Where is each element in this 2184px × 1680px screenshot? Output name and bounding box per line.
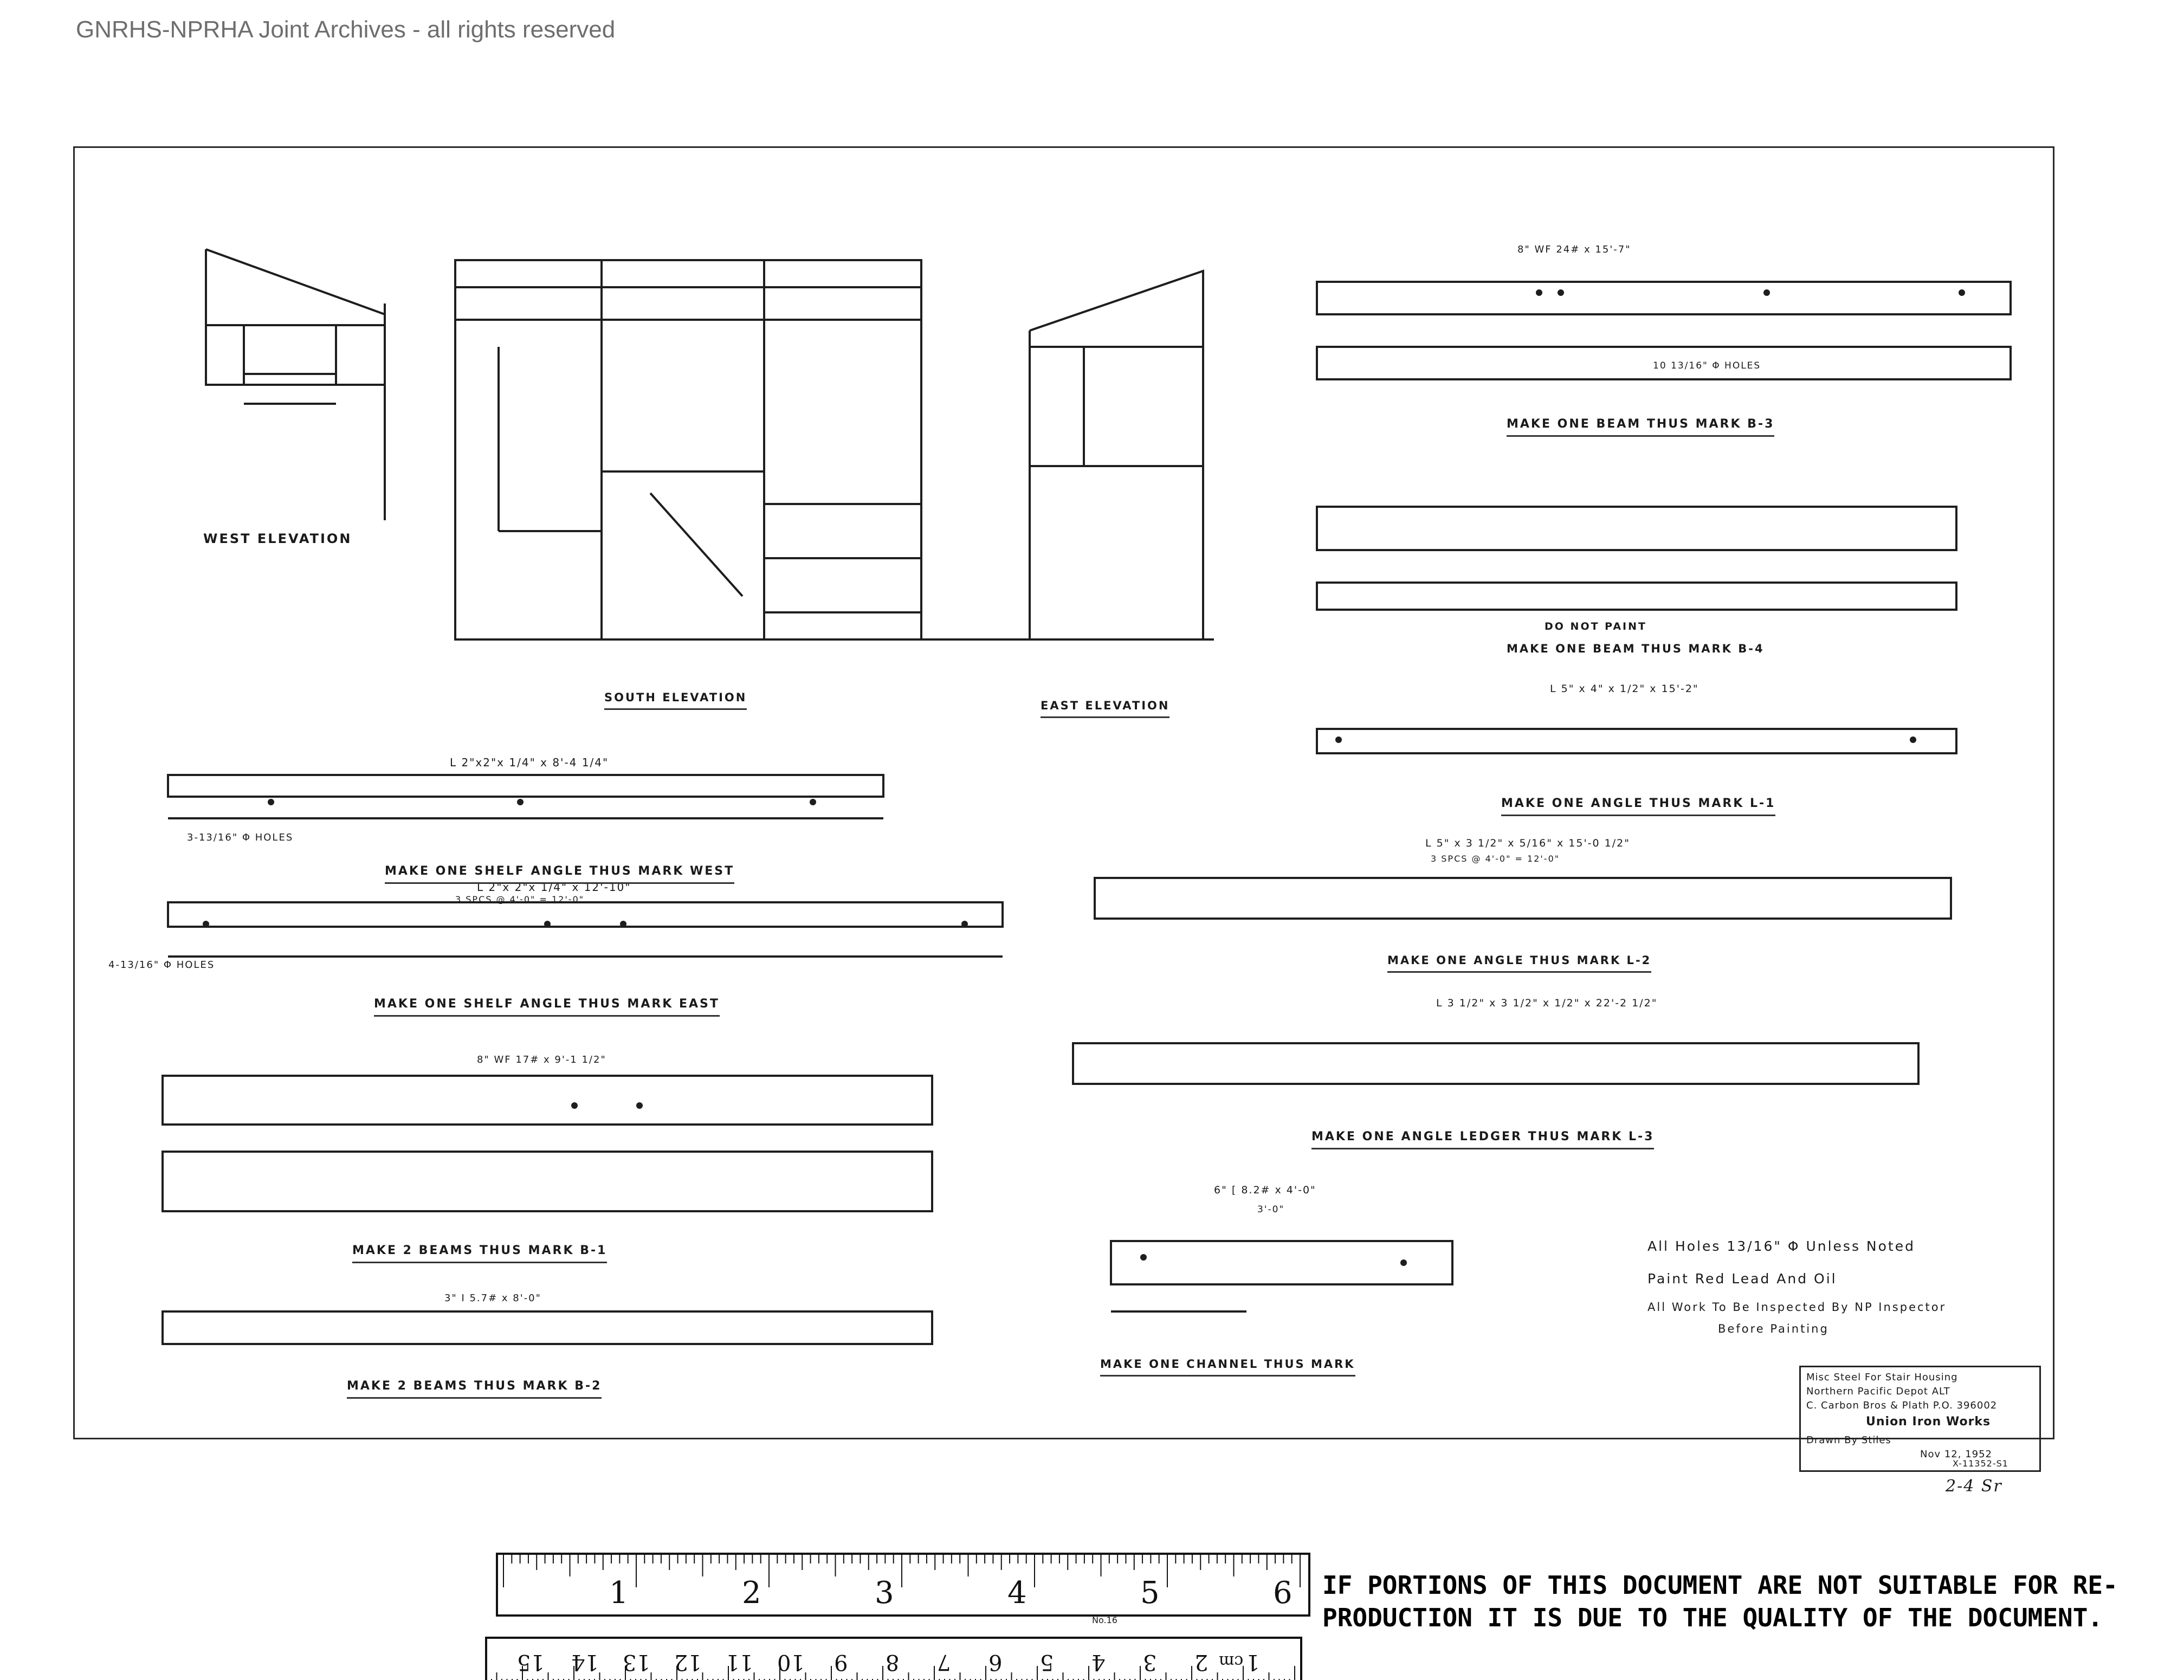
ruler-cm-3: 3 xyxy=(1143,1650,1157,1675)
beam-b3-elevation xyxy=(1316,281,2012,315)
ruler-inch-5: 5 xyxy=(1140,1575,1160,1611)
beam-b1-plan xyxy=(161,1151,933,1212)
east-elevation-title: East Elevation xyxy=(1041,699,1170,718)
angle-l3-bar xyxy=(1072,1042,1920,1085)
east-elevation-frame xyxy=(1029,269,1204,641)
holes-3-label: 3-13/16" Φ HOLES xyxy=(187,832,294,843)
ruler-cm-6: 6 xyxy=(988,1650,1003,1675)
disclaimer-stamp: IF PORTIONS OF THIS DOCUMENT ARE NOT SUI… xyxy=(1322,1569,2118,1634)
ruler-cm-2: 2 xyxy=(1194,1650,1209,1675)
title-line-7: X-11352-S1 xyxy=(1953,1458,2008,1469)
beam-b1-dim: 8" WF 17# x 9'-1 1/2" xyxy=(477,1054,606,1065)
title-line-2: Northern Pacific Depot ALT xyxy=(1806,1386,1950,1397)
note-inspect: All Work To Be Inspected By NP Inspector xyxy=(1647,1301,1947,1314)
ruler-inch-6: 6 xyxy=(1273,1575,1293,1611)
ruler-inch-4: 4 xyxy=(1007,1575,1027,1611)
beam-b3-plan xyxy=(1316,346,2012,380)
shelf-west-dim: L 2"x2"x 1/4" x 8'-4 1/4" xyxy=(450,756,609,769)
angle-l1-dim: L 5" x 3 1/2" x 5/16" x 15'-0 1/2" xyxy=(1425,837,1630,849)
ruler-cm-15: 15 xyxy=(517,1650,545,1675)
ruler-cm-1: 1 xyxy=(1246,1650,1260,1675)
ruler-cm-10: 10 xyxy=(777,1650,805,1675)
title-line-3: C. Carbon Bros & Plath P.O. 396002 xyxy=(1806,1400,1998,1411)
beam-b4-plan xyxy=(1316,581,1957,611)
shelf-east-spacing: 3 SPCS @ 4'-0" = 12'-0" xyxy=(455,894,585,904)
shelf-angle-east-bar xyxy=(167,901,1004,928)
disclaimer-line-2: PRODUCTION IT IS DUE TO THE QUALITY OF T… xyxy=(1322,1603,2103,1632)
signature-note: 2-4 Sr xyxy=(1946,1477,2002,1496)
ruler-inch-3: 3 xyxy=(875,1575,894,1611)
title-line-6: Nov 12, 1952 xyxy=(1920,1449,1993,1460)
shelf-angle-west-bar xyxy=(167,774,884,798)
channel-dim: 6" [ 8.2# x 4'-0" xyxy=(1214,1184,1316,1196)
caption-channel: Make One Channel Thus Mark xyxy=(1100,1358,1355,1377)
title-line-1: Misc Steel For Stair Housing xyxy=(1806,1372,1958,1383)
title-line-4: Union Iron Works xyxy=(1866,1415,1991,1429)
caption-beam-b3: Make One Beam Thus Mark B-3 xyxy=(1507,417,1775,437)
channel-length: 3'-0" xyxy=(1257,1204,1285,1215)
beam-b2-bar xyxy=(161,1310,933,1345)
disclaimer-line-1: IF PORTIONS OF THIS DOCUMENT ARE NOT SUI… xyxy=(1322,1571,2118,1600)
note-paint: Paint Red Lead And Oil xyxy=(1647,1271,1837,1287)
title-block: Misc Steel For Stair Housing Northern Pa… xyxy=(1799,1366,2041,1472)
ruler-cm-5: 5 xyxy=(1040,1650,1054,1675)
ruler-cm-13: 13 xyxy=(623,1650,650,1675)
beam-b4-elevation xyxy=(1316,506,1957,551)
angle-l2-bar xyxy=(1094,877,1952,920)
inch-ruler-ticks xyxy=(503,1555,1301,1587)
note-before-painting: Before Painting xyxy=(1718,1322,1829,1335)
cm-ruler-ticks xyxy=(491,1666,1295,1680)
inch-ruler: 1 2 3 4 5 6 xyxy=(496,1553,1310,1617)
ruler-inch-1: 1 xyxy=(609,1575,629,1611)
caption-angle-l1: Make One Angle Thus Mark L-1 xyxy=(1501,797,1776,816)
holes-10-label: 10 13/16" Φ HOLES xyxy=(1653,360,1761,371)
south-elevation-title: South Elevation xyxy=(604,691,747,710)
beam-b1-elevation xyxy=(161,1075,933,1126)
ruler-cm-unit: cm xyxy=(1219,1652,1244,1671)
angle-l1-bar xyxy=(1316,728,1957,754)
caption-beam-b4: Make One Beam Thus Mark B-4 xyxy=(1507,642,1765,655)
ruler-label: No.16 xyxy=(1092,1615,1117,1625)
ruler-inch-2: 2 xyxy=(742,1575,761,1611)
ruler-cm-8: 8 xyxy=(886,1650,900,1675)
ruler-cm-11: 11 xyxy=(726,1650,753,1675)
ruler-cm-7: 7 xyxy=(937,1650,951,1675)
holes-4-label: 4-13/16" Φ HOLES xyxy=(108,959,215,971)
angle-l1-spacing: 3 SPCS @ 4'-0" = 12'-0" xyxy=(1431,854,1560,864)
south-elevation-frame xyxy=(454,259,922,641)
archive-watermark: GNRHS-NPRHA Joint Archives - all rights … xyxy=(76,16,616,43)
drawing-sheet-border xyxy=(73,146,2054,1439)
note-holes: All Holes 13/16" Φ Unless Noted xyxy=(1647,1238,1915,1254)
west-elevation-frame xyxy=(205,248,386,386)
caption-beam-b1: Make 2 Beams Thus Mark B-1 xyxy=(352,1244,608,1263)
caption-shelf-east: Make One Shelf Angle Thus Mark East xyxy=(374,997,720,1017)
channel-bar xyxy=(1110,1240,1453,1285)
caption-angle-l3: Make One Angle Ledger Thus Mark L-3 xyxy=(1311,1130,1655,1149)
title-line-5: Drawn By Stiles xyxy=(1806,1435,1891,1446)
cm-ruler: 1 cm 2 3 4 5 6 7 8 9 10 11 12 13 14 15 xyxy=(485,1637,1302,1680)
beam-b3-dim: 8" WF 24# x 15'-7" xyxy=(1517,244,1631,255)
west-elevation-title: West Elevation xyxy=(203,531,352,546)
ruler-cm-9: 9 xyxy=(834,1650,848,1675)
angle-l2-top-dim: L 5" x 4" x 1/2" x 15'-2" xyxy=(1550,683,1699,695)
ruler-cm-14: 14 xyxy=(571,1650,599,1675)
ruler-cm-4: 4 xyxy=(1091,1650,1106,1675)
beam-b2-dim: 3" I 5.7# x 8'-0" xyxy=(444,1293,541,1304)
caption-shelf-west: Make One Shelf Angle Thus Mark West xyxy=(385,864,735,884)
ruler-cm-12: 12 xyxy=(674,1650,702,1675)
angle-l3-dim: L 3 1/2" x 3 1/2" x 1/2" x 22'-2 1/2" xyxy=(1436,997,1658,1009)
caption-beam-b2: Make 2 Beams Thus Mark B-2 xyxy=(347,1379,602,1399)
caption-angle-l2: Make One Angle Thus Mark L-2 xyxy=(1387,954,1652,973)
caption-do-not-paint: Do Not Paint xyxy=(1545,621,1647,632)
